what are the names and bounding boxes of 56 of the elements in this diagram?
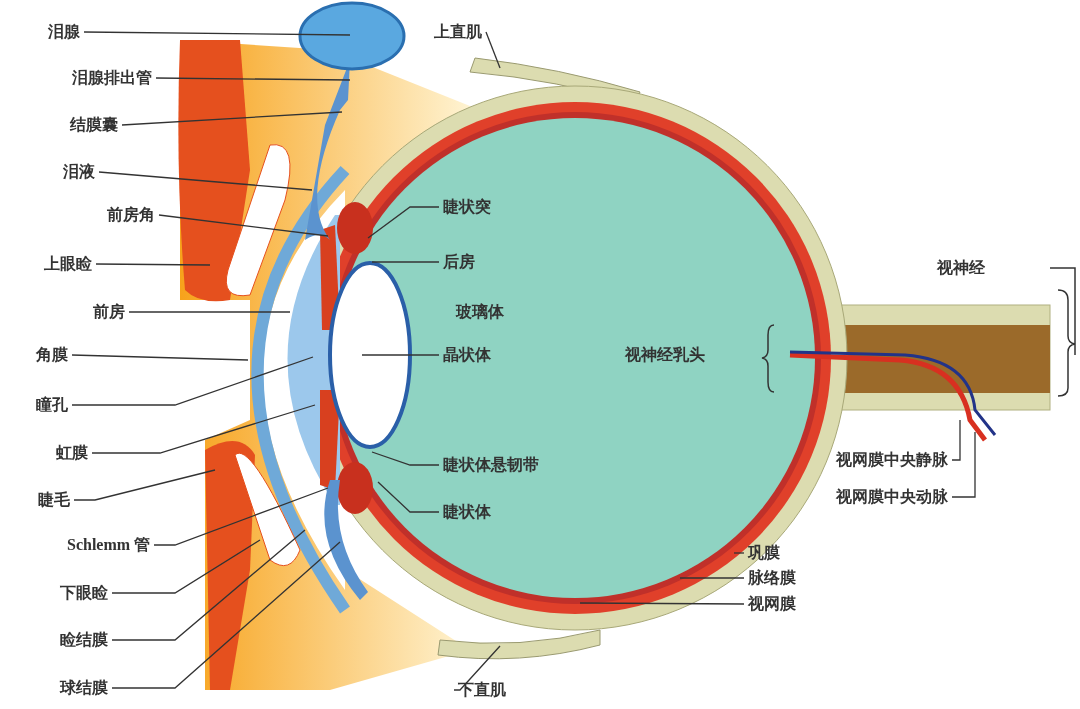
part-label: 视网膜中央静脉 [836,450,948,470]
part-label: 睑结膜 [60,630,108,650]
leader-line [121,111,343,126]
part-label: 睫状突 [443,197,491,217]
leader-line [361,354,440,356]
leader-line [367,206,440,239]
leader-line [155,77,351,81]
part-label: 角膜 [36,345,68,365]
part-label: 后房 [443,252,475,272]
leader-line [91,404,316,454]
part-label: 巩膜 [748,543,780,563]
leader-line [453,645,501,691]
leader-line [371,261,440,263]
part-label: 晶状体 [443,345,491,365]
part-label: 泪液 [63,162,95,182]
leader-line [153,487,329,546]
part-label: 下眼睑 [60,583,108,603]
part-label: 玻璃体 [456,302,504,322]
leader-line [98,171,313,191]
part-label: 睫状体 [443,502,491,522]
part-label: 前房 [93,302,125,322]
leader-line [158,214,329,237]
part-label: Schlemm 管 [67,535,151,555]
leader-line [371,451,440,466]
part-label: 脉络膜 [748,568,796,588]
leader-line [83,31,351,36]
part-label: 视网膜中央动脉 [836,487,948,507]
part-label: 睫毛 [38,490,70,510]
part-label: 泪腺排出管 [72,68,152,88]
leader-line [733,552,745,554]
part-label: 瞳孔 [36,395,68,415]
leader-line [71,356,314,406]
leader-line [951,419,961,461]
part-label: 视神经 [937,258,985,278]
leader-line [71,354,249,361]
leader-line [111,539,261,594]
leader-line [111,541,341,689]
leader-line [951,431,976,498]
leader-line [579,602,745,605]
leader-line [128,311,291,313]
part-label: 视网膜 [748,594,796,614]
leader-line [73,469,216,501]
part-label: 上直肌 [434,22,482,42]
part-label: 结膜囊 [70,115,118,135]
part-label: 虹膜 [56,443,88,463]
leader-line [95,263,211,266]
part-label: 泪腺 [48,22,80,42]
leader-line [111,529,306,641]
part-label: 前房角 [107,205,155,225]
leader-line [485,31,501,69]
part-label: 睫状体悬韧带 [443,455,539,475]
part-label: 下直肌 [458,680,506,700]
part-label: 视神经乳头 [625,345,705,365]
part-label: 上眼睑 [44,254,92,274]
leader-line [377,481,440,513]
part-label: 球结膜 [60,678,108,698]
